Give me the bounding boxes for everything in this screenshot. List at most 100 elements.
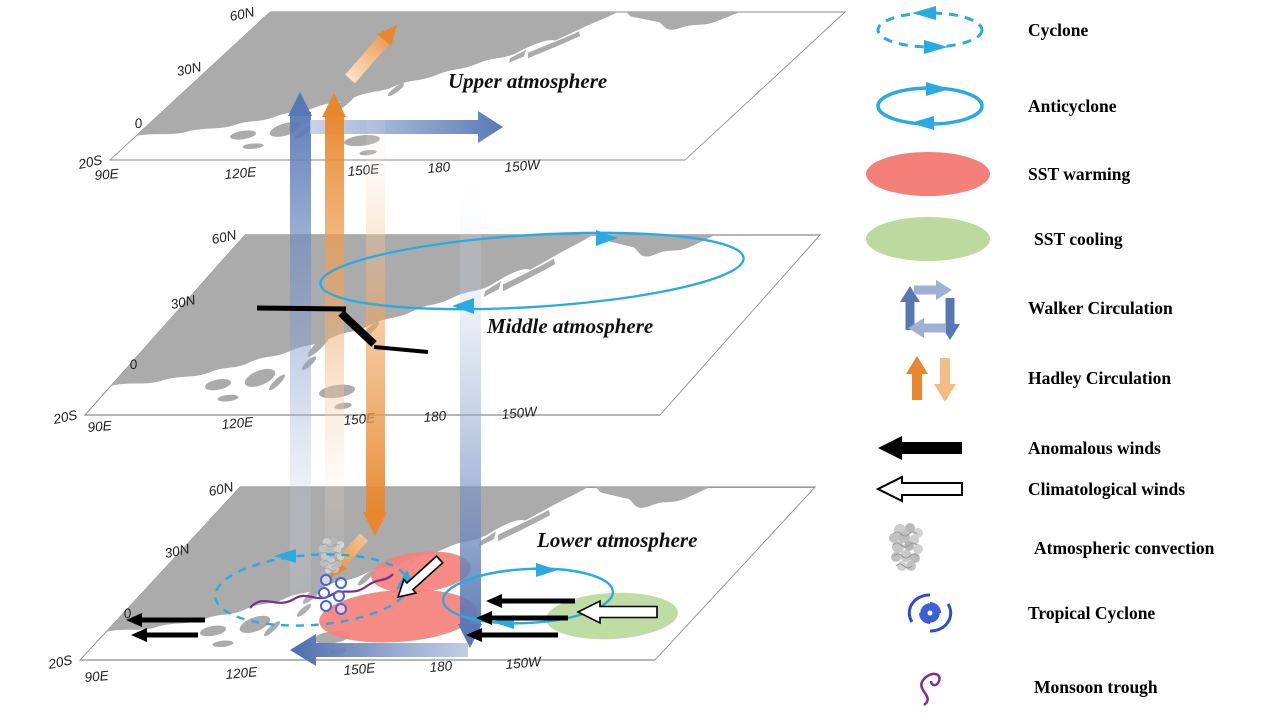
monsoon-trough-curve [249,573,394,609]
climatological-winds-arrow-icon [875,475,963,503]
lat-label: 60N [207,479,235,499]
cyclone-icon-arrowhead [912,6,936,20]
lower-anticyclone-ellipse [441,567,615,625]
legend-item-sst-warming: SST warming [866,152,1131,196]
lon-label: 150W [501,404,539,422]
lat-label: 20S [76,152,104,172]
anomalous-wind-segment [338,310,377,347]
tropical-cyclone-symbols [318,574,347,615]
middle-plane-features [256,230,745,354]
lat-label: 30N [163,541,191,561]
lon-label: 90E [87,418,113,435]
lat-label: 30N [175,59,203,79]
tropical-cyclone-symbol [320,574,332,586]
lower-cyclone-arrowhead [274,549,296,563]
anomalous-wind-segment [373,345,429,354]
legend-label: Tropical Cyclone [1028,603,1155,623]
anomalous-wind-arrowhead [476,611,492,625]
lat-label: 20S [46,652,74,672]
lat-label: 60N [228,4,256,24]
lon-label: 180 [427,159,451,176]
legend-label: Cyclone [1028,20,1089,40]
lon-label: 180 [423,408,447,425]
tropical-cyclone-icon [907,593,953,633]
legend-item-hadley: Hadley Circulation [906,356,1171,402]
anomalous-winds-arrow-icon [878,436,962,460]
legend-item-climatological-winds: Climatological winds [875,475,1185,503]
legend-label: Monsoon trough [1034,677,1158,697]
hadley-lower-equatorward-arrow [336,533,369,567]
lon-label: 90E [84,668,110,685]
hadley-circulation [322,25,397,578]
middle-anticyclone-ellipse [319,231,745,311]
legend-item-anticyclone: Anticyclone [876,82,1117,130]
lat-label: 0 [122,605,133,621]
lat-label: 0 [133,115,144,131]
legend: Cyclone Anticyclone SST warming SST cool… [866,6,1215,706]
legend-label: Anomalous winds [1028,438,1161,458]
anticyclone-icon-arrowhead [926,82,950,96]
lat-label: 60N [210,227,238,247]
anomalous-wind-segment [256,305,347,312]
walker-circulation [288,92,503,666]
hadley-upper-poleward-arrow [345,35,389,84]
climatological-wind-arrow [396,555,444,599]
legend-label: SST cooling [1034,229,1123,249]
middle-anticyclone-arrowhead [596,230,618,246]
lon-label: 120E [225,664,259,682]
legend-item-walker: Walker Circulation [900,280,1173,340]
legend-label: Hadley Circulation [1028,368,1171,388]
lat-label: 0 [128,356,139,372]
tropical-cyclone-symbol [318,587,330,599]
middle-anticyclone-arrowhead [452,298,474,314]
legend-item-cyclone: Cyclone [876,6,1089,54]
hadley-ascending-column [325,114,344,554]
sst-warming-ellipse-icon [866,152,990,196]
anomalous-wind-arrowhead [466,628,482,642]
walker-circulation-icon [900,280,960,340]
middle-plane-map [84,234,821,416]
climatological-wind-arrows [396,555,658,625]
monsoon-trough-icon [920,672,941,706]
plane-title-lower: Lower atmosphere [536,528,697,552]
walker-up-arrowhead [288,92,312,116]
sst-warming-ellipse [319,589,477,643]
walker-ascending-column [290,112,311,644]
anticyclone-icon-arrowhead [910,116,934,130]
legend-label: Anticyclone [1028,96,1117,116]
lon-label: 150E [343,660,377,678]
cyclone-icon-arrowhead [924,40,948,54]
lon-label: 90E [94,166,120,183]
cyclone-dashed-ellipse-icon [876,11,984,49]
anomalous-wind-arrows [126,594,575,642]
walker-surface-westward-arrow [290,634,468,666]
anomalous-wind-arrowhead [126,613,142,627]
sst-cooling-ellipse-icon [866,217,990,261]
hadley-up-arrowhead [322,93,346,117]
plane-title-middle: Middle atmosphere [486,314,653,338]
lon-label: 150W [505,654,543,672]
lat-label: 30N [169,292,197,312]
legend-label: Walker Circulation [1028,298,1173,318]
plane-title-upper: Upper atmosphere [448,69,607,93]
walker-descending-column [460,170,481,625]
lower-plane-axis-labels: 60N 30N 0 20S 90E 120E 150E 180 150W [46,479,543,685]
hadley-descending-column [366,100,385,512]
anomalous-wind-arrowhead [486,594,502,608]
atmospheric-convection-icon [888,522,924,572]
legend-label: SST warming [1028,164,1131,184]
legend-item-monsoon-trough: Monsoon trough [920,672,1158,706]
walker-upper-eastward-arrow [310,111,503,143]
lon-label: 180 [429,658,453,675]
climatological-wind-arrow [576,599,658,625]
lower-anticyclone-arrowhead [536,563,558,577]
lon-label: 120E [224,164,258,182]
lon-label: 120E [221,414,255,432]
legend-label: Climatological winds [1028,479,1185,499]
lat-label: 20S [51,407,79,427]
lower-plane-features [126,536,658,642]
legend-item-anomalous-winds: Anomalous winds [878,436,1161,460]
hadley-down-arrowhead [363,512,387,536]
